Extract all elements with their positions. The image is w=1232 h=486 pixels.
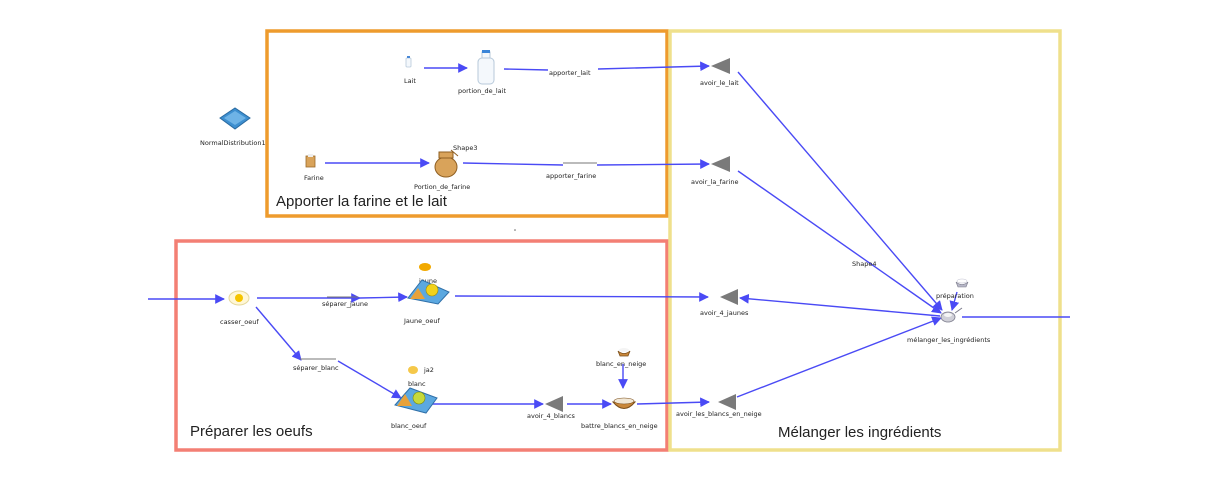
egg-icon[interactable] xyxy=(228,290,250,306)
ja2-label: ja2 xyxy=(423,366,434,374)
edge-separer-jaune-jaune-oeuf xyxy=(359,292,408,303)
jaune-oeuf-label: Jaune_oeuf xyxy=(403,317,440,325)
frame-mix-title: Mélanger les ingrédients xyxy=(778,424,941,441)
frame-milk-flour[interactable] xyxy=(265,29,669,218)
flour-sack-icon[interactable] xyxy=(434,149,459,178)
egg-white-icon[interactable] xyxy=(408,366,418,374)
edge-avoir-farine-melanger xyxy=(737,170,942,314)
avoir-la-farine-label: avoir_la_farine xyxy=(691,178,738,186)
separer-blanc-label: séparer_blanc xyxy=(293,364,339,372)
avoir-4-blancs-delay-icon[interactable] xyxy=(545,396,563,412)
normal-distribution-label: NormalDistribution1 xyxy=(200,139,266,147)
edge-jaune-oeuf-avoir-jaunes xyxy=(454,292,709,302)
frame-milk-flour-title: Apporter la farine et le lait xyxy=(276,193,448,210)
edge-avoir-lait-melanger xyxy=(737,71,943,311)
edge-separer-blanc-blanc-oeuf xyxy=(337,360,402,399)
avoir-les-blancs-label: avoir_les_blancs_en_neige xyxy=(676,410,762,418)
avoir-le-lait-label: avoir_le_lait xyxy=(700,79,739,87)
blanc-oeuf-queue-icon[interactable] xyxy=(394,387,438,414)
melanger-label: mélanger_les_ingrédients xyxy=(907,336,991,344)
avoir-4-jaunes-delay-icon[interactable] xyxy=(720,289,738,305)
jaune-label: jaune xyxy=(418,277,437,285)
edge-preparation-melanger xyxy=(949,291,960,311)
normal-distribution-icon[interactable] xyxy=(219,107,251,130)
mixer-icon[interactable] xyxy=(940,307,963,323)
frame-eggs[interactable] xyxy=(174,239,669,452)
blanc-en-neige-label: blanc_en_neige xyxy=(596,360,646,368)
farine-label: Farine xyxy=(304,174,324,182)
mixing-bowl-icon[interactable] xyxy=(611,397,637,409)
lait-label: Lait xyxy=(404,77,416,85)
casser-oeuf-label: casser_oeuf xyxy=(220,318,259,326)
yolk-icon[interactable] xyxy=(419,263,431,271)
frame-eggs-title: Préparer les oeufs xyxy=(190,423,313,440)
preparation-label: préparation xyxy=(936,292,974,300)
portion-de-farine-label: Portion_de_farine xyxy=(414,183,470,191)
separer-jaune-label: séparer_jaune xyxy=(322,300,368,308)
edge-portion-apporter-lait xyxy=(503,68,549,71)
stray-dot xyxy=(514,229,516,231)
frame-mix[interactable] xyxy=(668,29,1062,452)
avoir-4-jaunes-label: avoir_4_jaunes xyxy=(700,309,749,317)
avoir-les-blancs-delay-icon[interactable] xyxy=(718,394,736,410)
edges xyxy=(148,61,1070,409)
blanc-label: blanc xyxy=(408,380,426,388)
edge-battre-avoir-les-blancs xyxy=(636,397,710,408)
shape4-label: Shape4 xyxy=(852,260,877,268)
edge-apporter-lait-avoir xyxy=(597,61,710,72)
edge-casser-separer-blanc xyxy=(255,306,302,361)
edge-apporter-farine-avoir xyxy=(596,159,710,169)
avoir-4-blancs-label: avoir_4_blancs xyxy=(527,412,576,420)
avoir-la-farine-delay-icon[interactable] xyxy=(711,156,730,172)
portion-de-lait-label: portion_de_lait xyxy=(458,87,506,95)
shape3-label: Shape3 xyxy=(453,144,478,152)
milk-icon[interactable] xyxy=(405,56,412,68)
apporter-lait-label: apporter_lait xyxy=(549,69,591,77)
jaune-oeuf-queue-icon[interactable] xyxy=(407,279,450,305)
battre-blancs-label: battre_blancs_en_neige xyxy=(581,422,658,430)
edge-portion-apporter-farine xyxy=(462,162,564,166)
apporter-farine-label: apporter_farine xyxy=(546,172,596,180)
edge-melanger-avoir-jaunes xyxy=(739,293,941,317)
milk-bottle-icon[interactable] xyxy=(477,50,495,85)
preparation-icon[interactable] xyxy=(955,278,969,288)
whipped-whites-icon[interactable] xyxy=(617,348,631,357)
edge-avoir-les-blancs-melanger xyxy=(736,316,942,398)
blanc-oeuf-label: blanc_oeuf xyxy=(391,422,427,430)
avoir-le-lait-delay-icon[interactable] xyxy=(711,58,730,74)
flour-icon[interactable] xyxy=(305,154,316,168)
